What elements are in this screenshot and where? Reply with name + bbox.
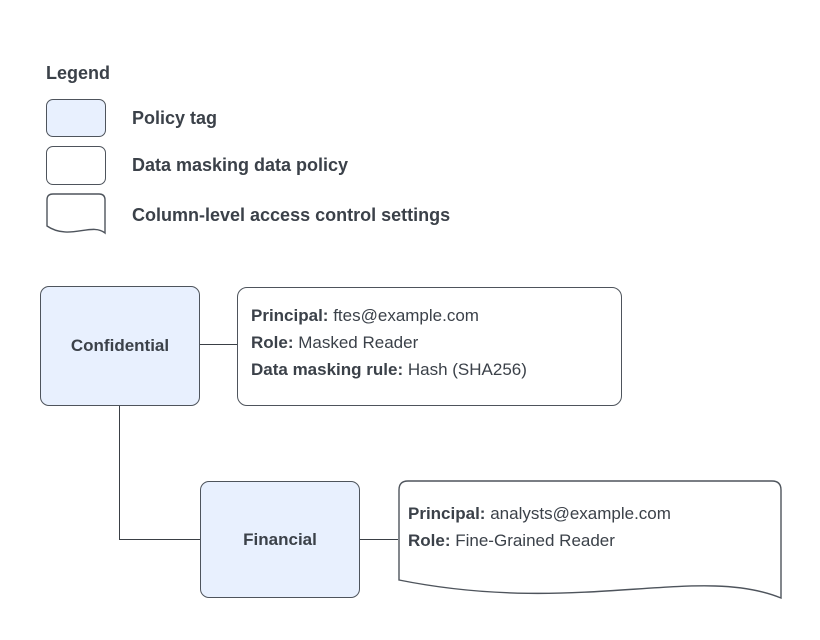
column-acl-settings-text: Principal: analysts@example.com Role: Fi… [398, 480, 671, 554]
policy-tag-label: Confidential [70, 336, 170, 355]
policy-field: Data masking rule: Hash (SHA256) [251, 356, 607, 383]
field-label: Principal: [251, 306, 329, 325]
field-label: Data masking rule: [251, 360, 404, 379]
connector-confidential-to-financial-horizontal [119, 539, 200, 540]
policy-field: Role: Masked Reader [251, 329, 607, 356]
legend-item-column-acl: Column-level access control settings [46, 193, 450, 237]
column-acl-swatch [46, 193, 106, 235]
field-value: Masked Reader [298, 333, 419, 352]
data-masking-policy-swatch [46, 146, 106, 185]
policy-field: Principal: ftes@example.com [251, 302, 607, 329]
legend-item-label: Data masking data policy [132, 155, 349, 175]
legend-item-data-masking-policy: Data masking data policy [46, 146, 348, 185]
legend-title: Legend [46, 63, 111, 83]
policy-tag-label: Financial [243, 529, 317, 549]
legend-item-label: Column-level access control settings [132, 204, 451, 225]
field-label: Principal: [408, 504, 486, 523]
connector-confidential-to-masking-policy [200, 344, 237, 345]
field-label: Role: [251, 333, 294, 352]
legend-item-label: Policy tag [132, 107, 218, 128]
field-value: Fine-Grained Reader [455, 531, 615, 550]
policy-field: Role: Fine-Grained Reader [408, 527, 671, 554]
field-value: analysts@example.com [490, 504, 671, 523]
connector-confidential-to-financial-vertical [119, 406, 120, 540]
field-value: Hash (SHA256) [407, 360, 527, 379]
column-acl-settings-box: Principal: analysts@example.com Role: Fi… [398, 480, 782, 604]
field-label: Role: [408, 531, 451, 550]
policy-tag-financial: Financial [200, 481, 360, 598]
connector-financial-to-acl-settings [360, 539, 398, 540]
policy-field: Principal: analysts@example.com [408, 500, 671, 527]
policy-tag-confidential: Confidential [40, 286, 200, 406]
policy-tag-swatch [46, 99, 106, 137]
document-shape [398, 480, 782, 600]
legend-item-policy-tag: Policy tag [46, 99, 217, 137]
field-value: ftes@example.com [333, 306, 479, 325]
data-masking-policy-box: Principal: ftes@example.com Role: Masked… [237, 287, 622, 406]
